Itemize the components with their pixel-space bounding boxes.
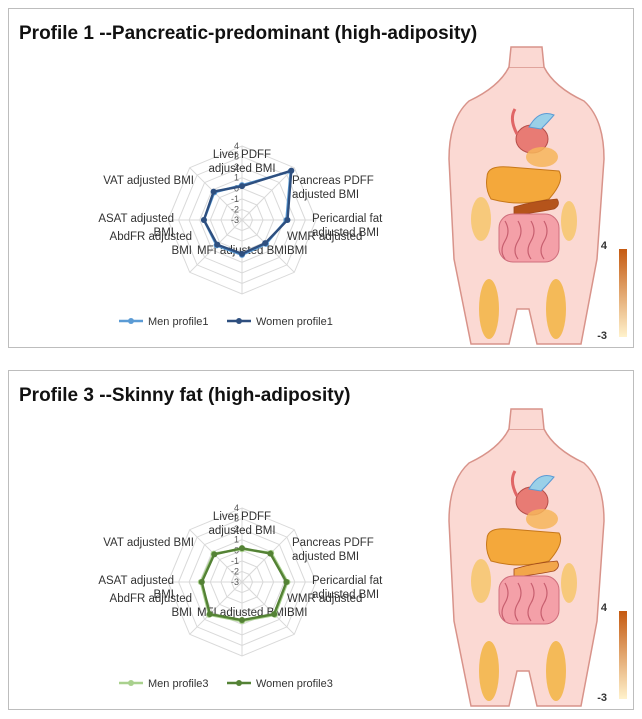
radar-spoke <box>241 581 295 635</box>
tick-label: 4 <box>234 141 239 151</box>
tick-label: -2 <box>231 204 239 214</box>
tick-label: -1 <box>231 194 239 204</box>
profile3-panel: Profile 3 --Skinny fat (high-adiposity) … <box>8 370 634 710</box>
data-point <box>288 167 295 174</box>
tick-label: 4 <box>234 503 239 513</box>
data-point <box>198 579 205 585</box>
data-point <box>206 611 213 618</box>
legend-marker <box>128 680 134 686</box>
radar-spoke <box>189 581 243 635</box>
axis-label: VAT adjusted BMI <box>103 175 194 187</box>
data-point <box>262 240 269 247</box>
legend-marker <box>128 318 134 324</box>
legend-label: Women profile3 <box>256 678 333 690</box>
profile1-panel: Profile 1 --Pancreatic-predominant (high… <box>8 8 634 348</box>
tick-label: 3 <box>234 152 239 162</box>
color-scale-max: 4 <box>601 240 608 252</box>
torso-figure <box>448 408 605 707</box>
color-scale-max: 4 <box>601 602 608 614</box>
data-point <box>283 579 290 585</box>
data-point <box>267 550 274 557</box>
body-illustration: 4 -3 <box>448 46 627 345</box>
data-point <box>214 241 221 248</box>
radar-spoke <box>241 529 295 583</box>
legend-marker <box>236 318 242 324</box>
tick-label: -1 <box>231 556 239 566</box>
panel-title: Profile 3 --Skinny fat (high-adiposity) <box>19 385 351 406</box>
tick-label: -3 <box>231 215 239 225</box>
legend-label: Men profile3 <box>148 678 209 690</box>
data-point <box>239 183 245 190</box>
data-point <box>211 551 218 558</box>
color-scale-min: -3 <box>597 692 607 704</box>
data-point <box>239 250 245 257</box>
tick-label: 1 <box>234 173 239 183</box>
data-point <box>200 217 207 223</box>
color-scale-min: -3 <box>597 330 607 342</box>
radar-spoke <box>241 167 295 221</box>
data-point <box>239 617 245 624</box>
body-illustration: 4 -3 <box>448 408 627 707</box>
tick-label: 1 <box>234 535 239 545</box>
axis-label: VAT adjusted BMI <box>103 537 194 549</box>
tick-label: -2 <box>231 566 239 576</box>
tick-label: -3 <box>231 577 239 587</box>
legend-label: Women profile1 <box>256 316 333 328</box>
tick-label: 2 <box>234 162 239 172</box>
torso-figure <box>448 46 605 345</box>
color-scale-bar <box>619 611 627 699</box>
panel-title: Profile 1 --Pancreatic-predominant (high… <box>19 23 478 44</box>
tick-label: 2 <box>234 524 239 534</box>
legend-label: Men profile1 <box>148 316 209 328</box>
data-point <box>284 217 291 223</box>
color-scale-bar <box>619 249 627 337</box>
data-point <box>210 188 217 195</box>
data-point <box>271 611 278 618</box>
tick-label: 3 <box>234 514 239 524</box>
legend-marker <box>236 680 242 686</box>
data-point <box>239 545 245 552</box>
radar-spoke <box>241 219 295 273</box>
